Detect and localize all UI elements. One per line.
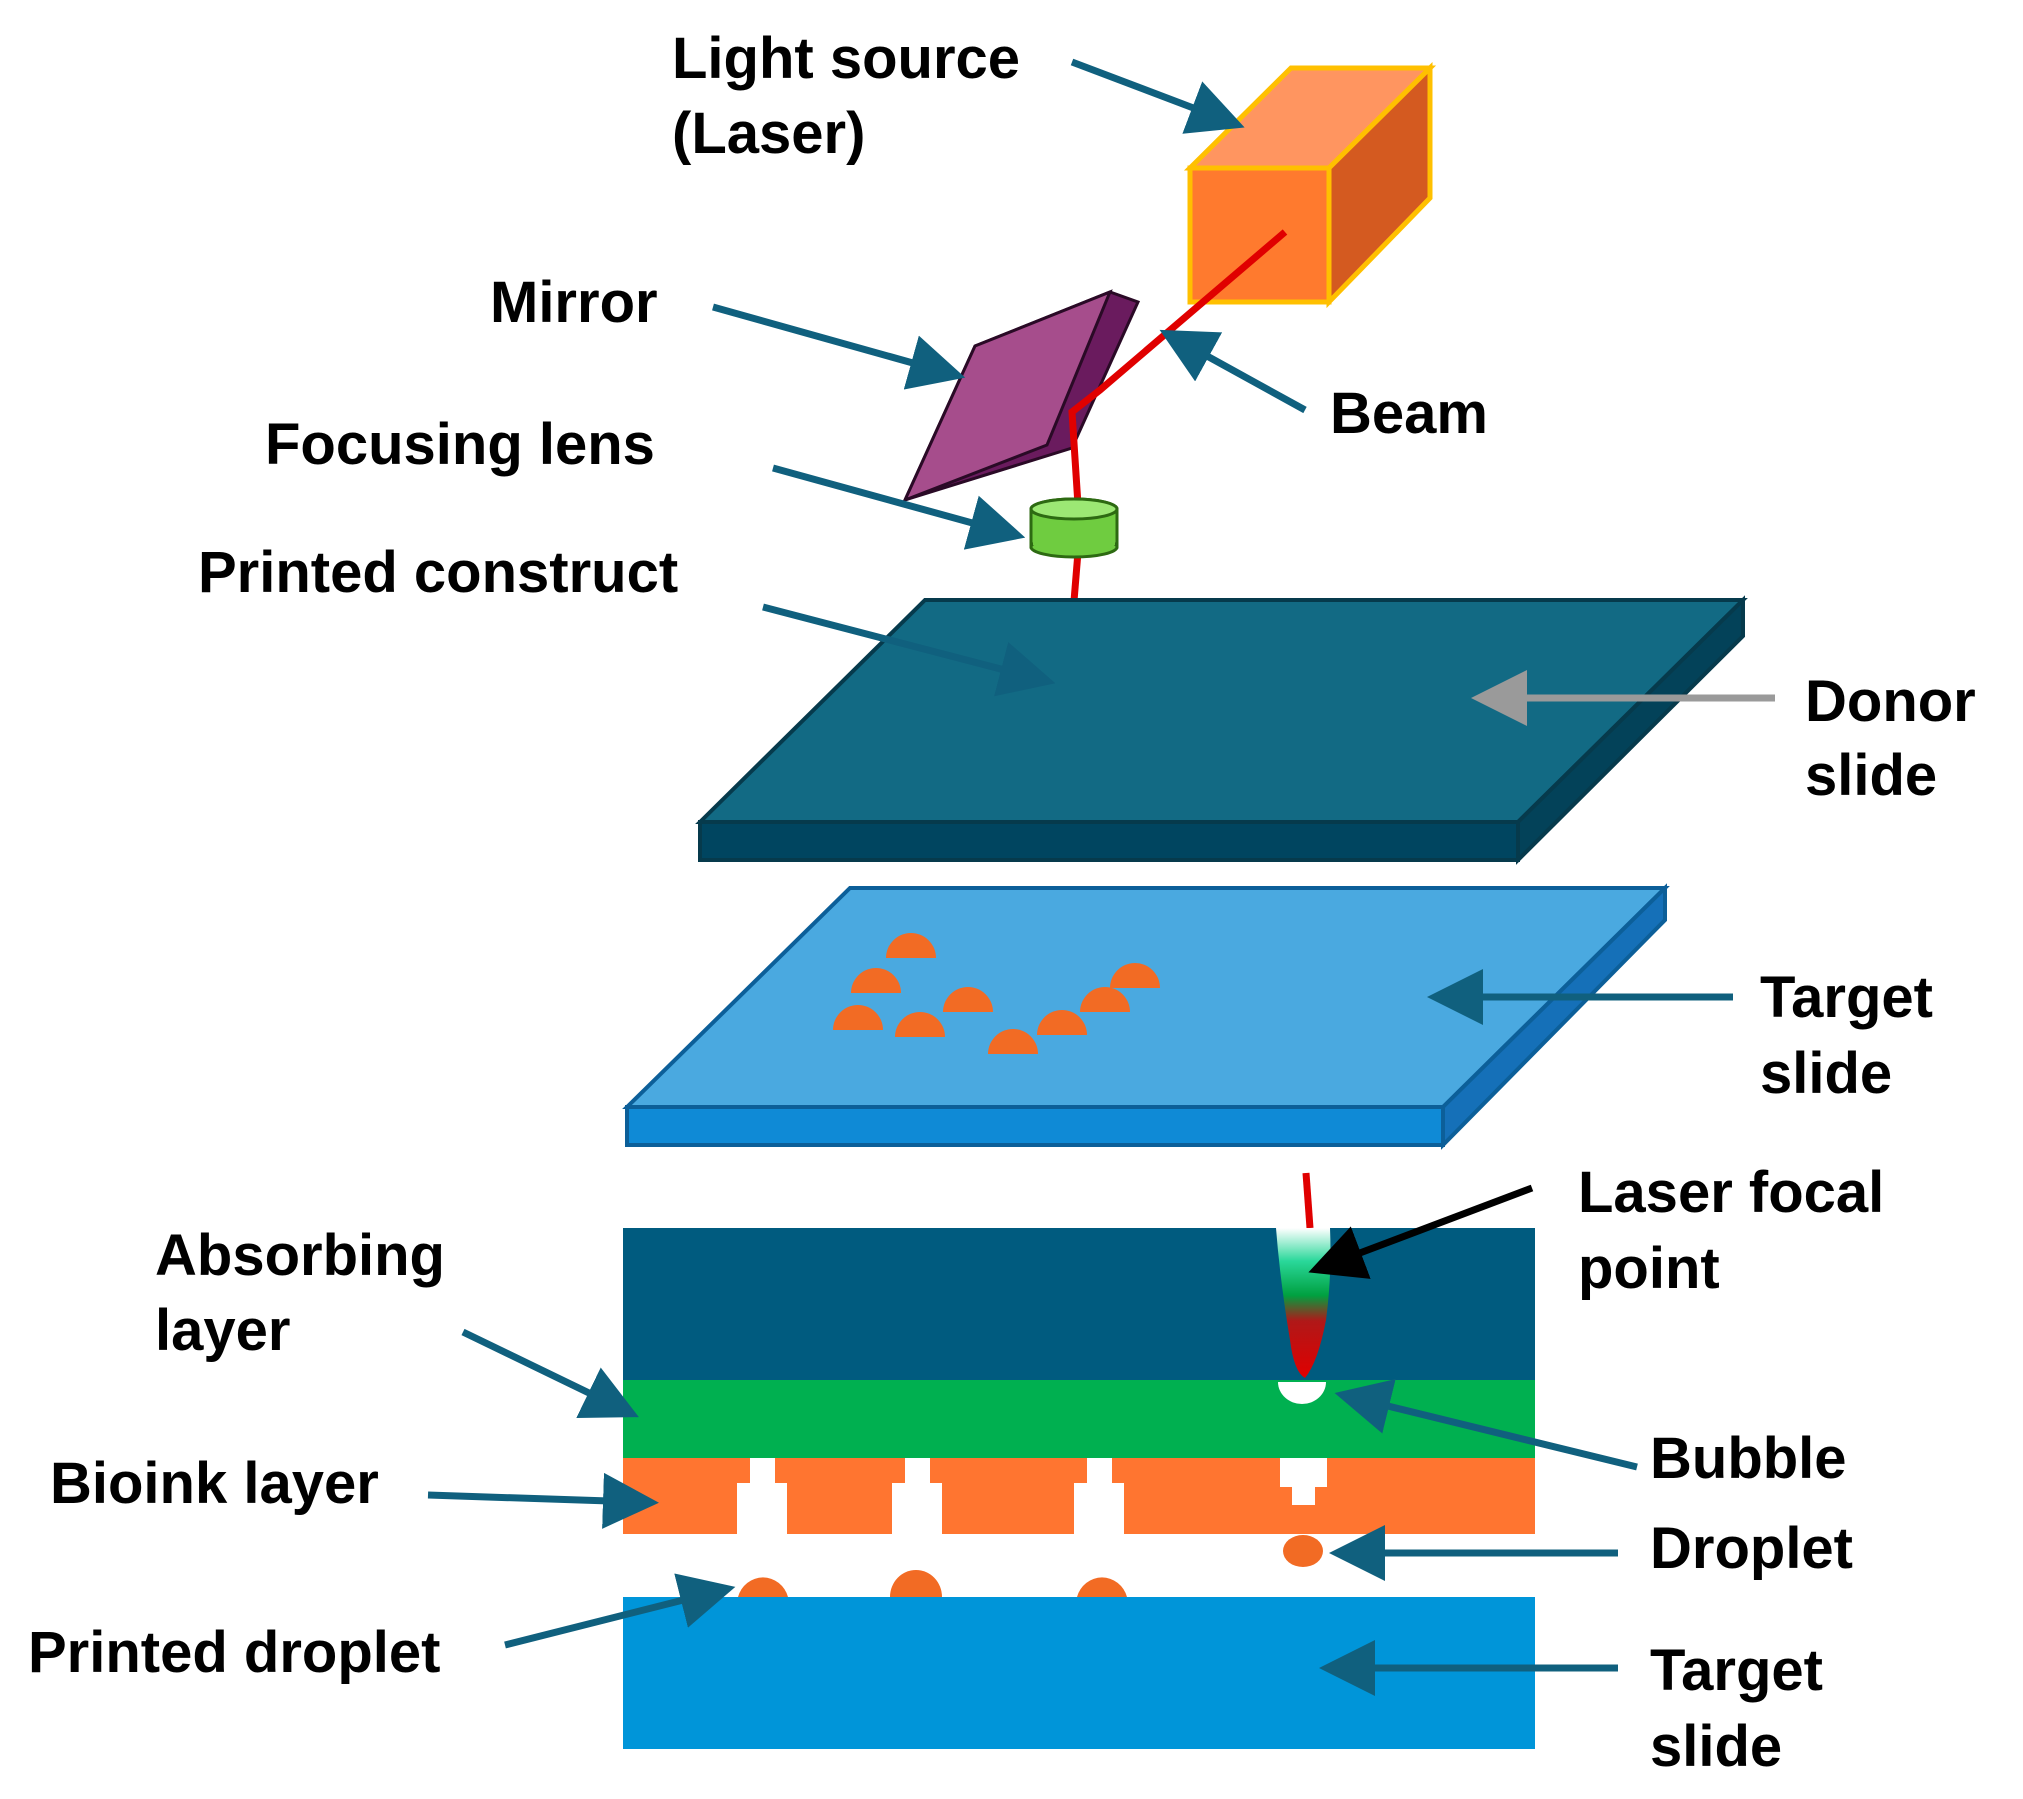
label-focusing-lens: Focusing lens (265, 412, 655, 477)
laser-beam (1068, 229, 1288, 506)
donor-slide (695, 595, 1748, 865)
arrow-printed-droplet (504, 1573, 736, 1649)
laser-beam-focal (1302, 1172, 1314, 1229)
arrow-absorbing-layer (461, 1328, 639, 1418)
film-layer (623, 1380, 1535, 1458)
label-laser-focal-point: Laser focal (1578, 1160, 1884, 1225)
arrow-light-source (1070, 58, 1245, 134)
target-slide-bottom (623, 1597, 1535, 1749)
arrow-mirror (712, 303, 966, 390)
arrow-bioink-layer (427, 1472, 659, 1529)
printed-construct-droplets (833, 933, 1160, 1054)
label-donor-slide-2: slide (1805, 743, 1937, 808)
label-target-slide-top-2: slide (1760, 1041, 1892, 1106)
arrow-printed-construct (762, 603, 1056, 697)
label-absorbing-layer: Absorbing (155, 1223, 445, 1288)
label-droplet: Droplet (1650, 1516, 1853, 1581)
label-target-slide-top: Target (1760, 965, 1933, 1030)
label-light-source: Light source (672, 26, 1020, 91)
label-absorbing-layer-2: layer (155, 1298, 290, 1363)
bubble (1278, 1382, 1326, 1404)
label-printed-construct: Printed construct (198, 540, 678, 605)
label-laser-focal-point-2: point (1578, 1236, 1720, 1301)
arrow-laser-focal-point (1308, 1184, 1534, 1279)
laser-box (1183, 62, 1437, 309)
target-slide-top (622, 883, 1670, 1150)
label-target-slide-bottom-2: slide (1650, 1714, 1782, 1779)
arrow-bubble (1334, 1379, 1638, 1471)
label-donor-slide: Donor (1805, 669, 1976, 734)
label-target-slide-bottom: Target (1650, 1638, 1823, 1703)
label-beam: Beam (1330, 381, 1488, 446)
focusing-lens (1029, 497, 1119, 559)
printed-droplets (738, 1570, 1127, 1597)
droplet (1283, 1535, 1323, 1567)
absorbing-layer-block (623, 1228, 1535, 1380)
label-bubble: Bubble (1650, 1426, 1847, 1491)
bioink-layer (623, 1458, 1535, 1534)
label-mirror: Mirror (490, 270, 658, 335)
arrow-beam (1159, 329, 1307, 414)
label-light-source-laser: (Laser) (672, 101, 865, 166)
arrow-focusing-lens (772, 464, 1026, 550)
label-printed-droplet: Printed droplet (28, 1620, 440, 1685)
label-bioink-layer: Bioink layer (50, 1451, 379, 1516)
mirror (902, 289, 1141, 503)
